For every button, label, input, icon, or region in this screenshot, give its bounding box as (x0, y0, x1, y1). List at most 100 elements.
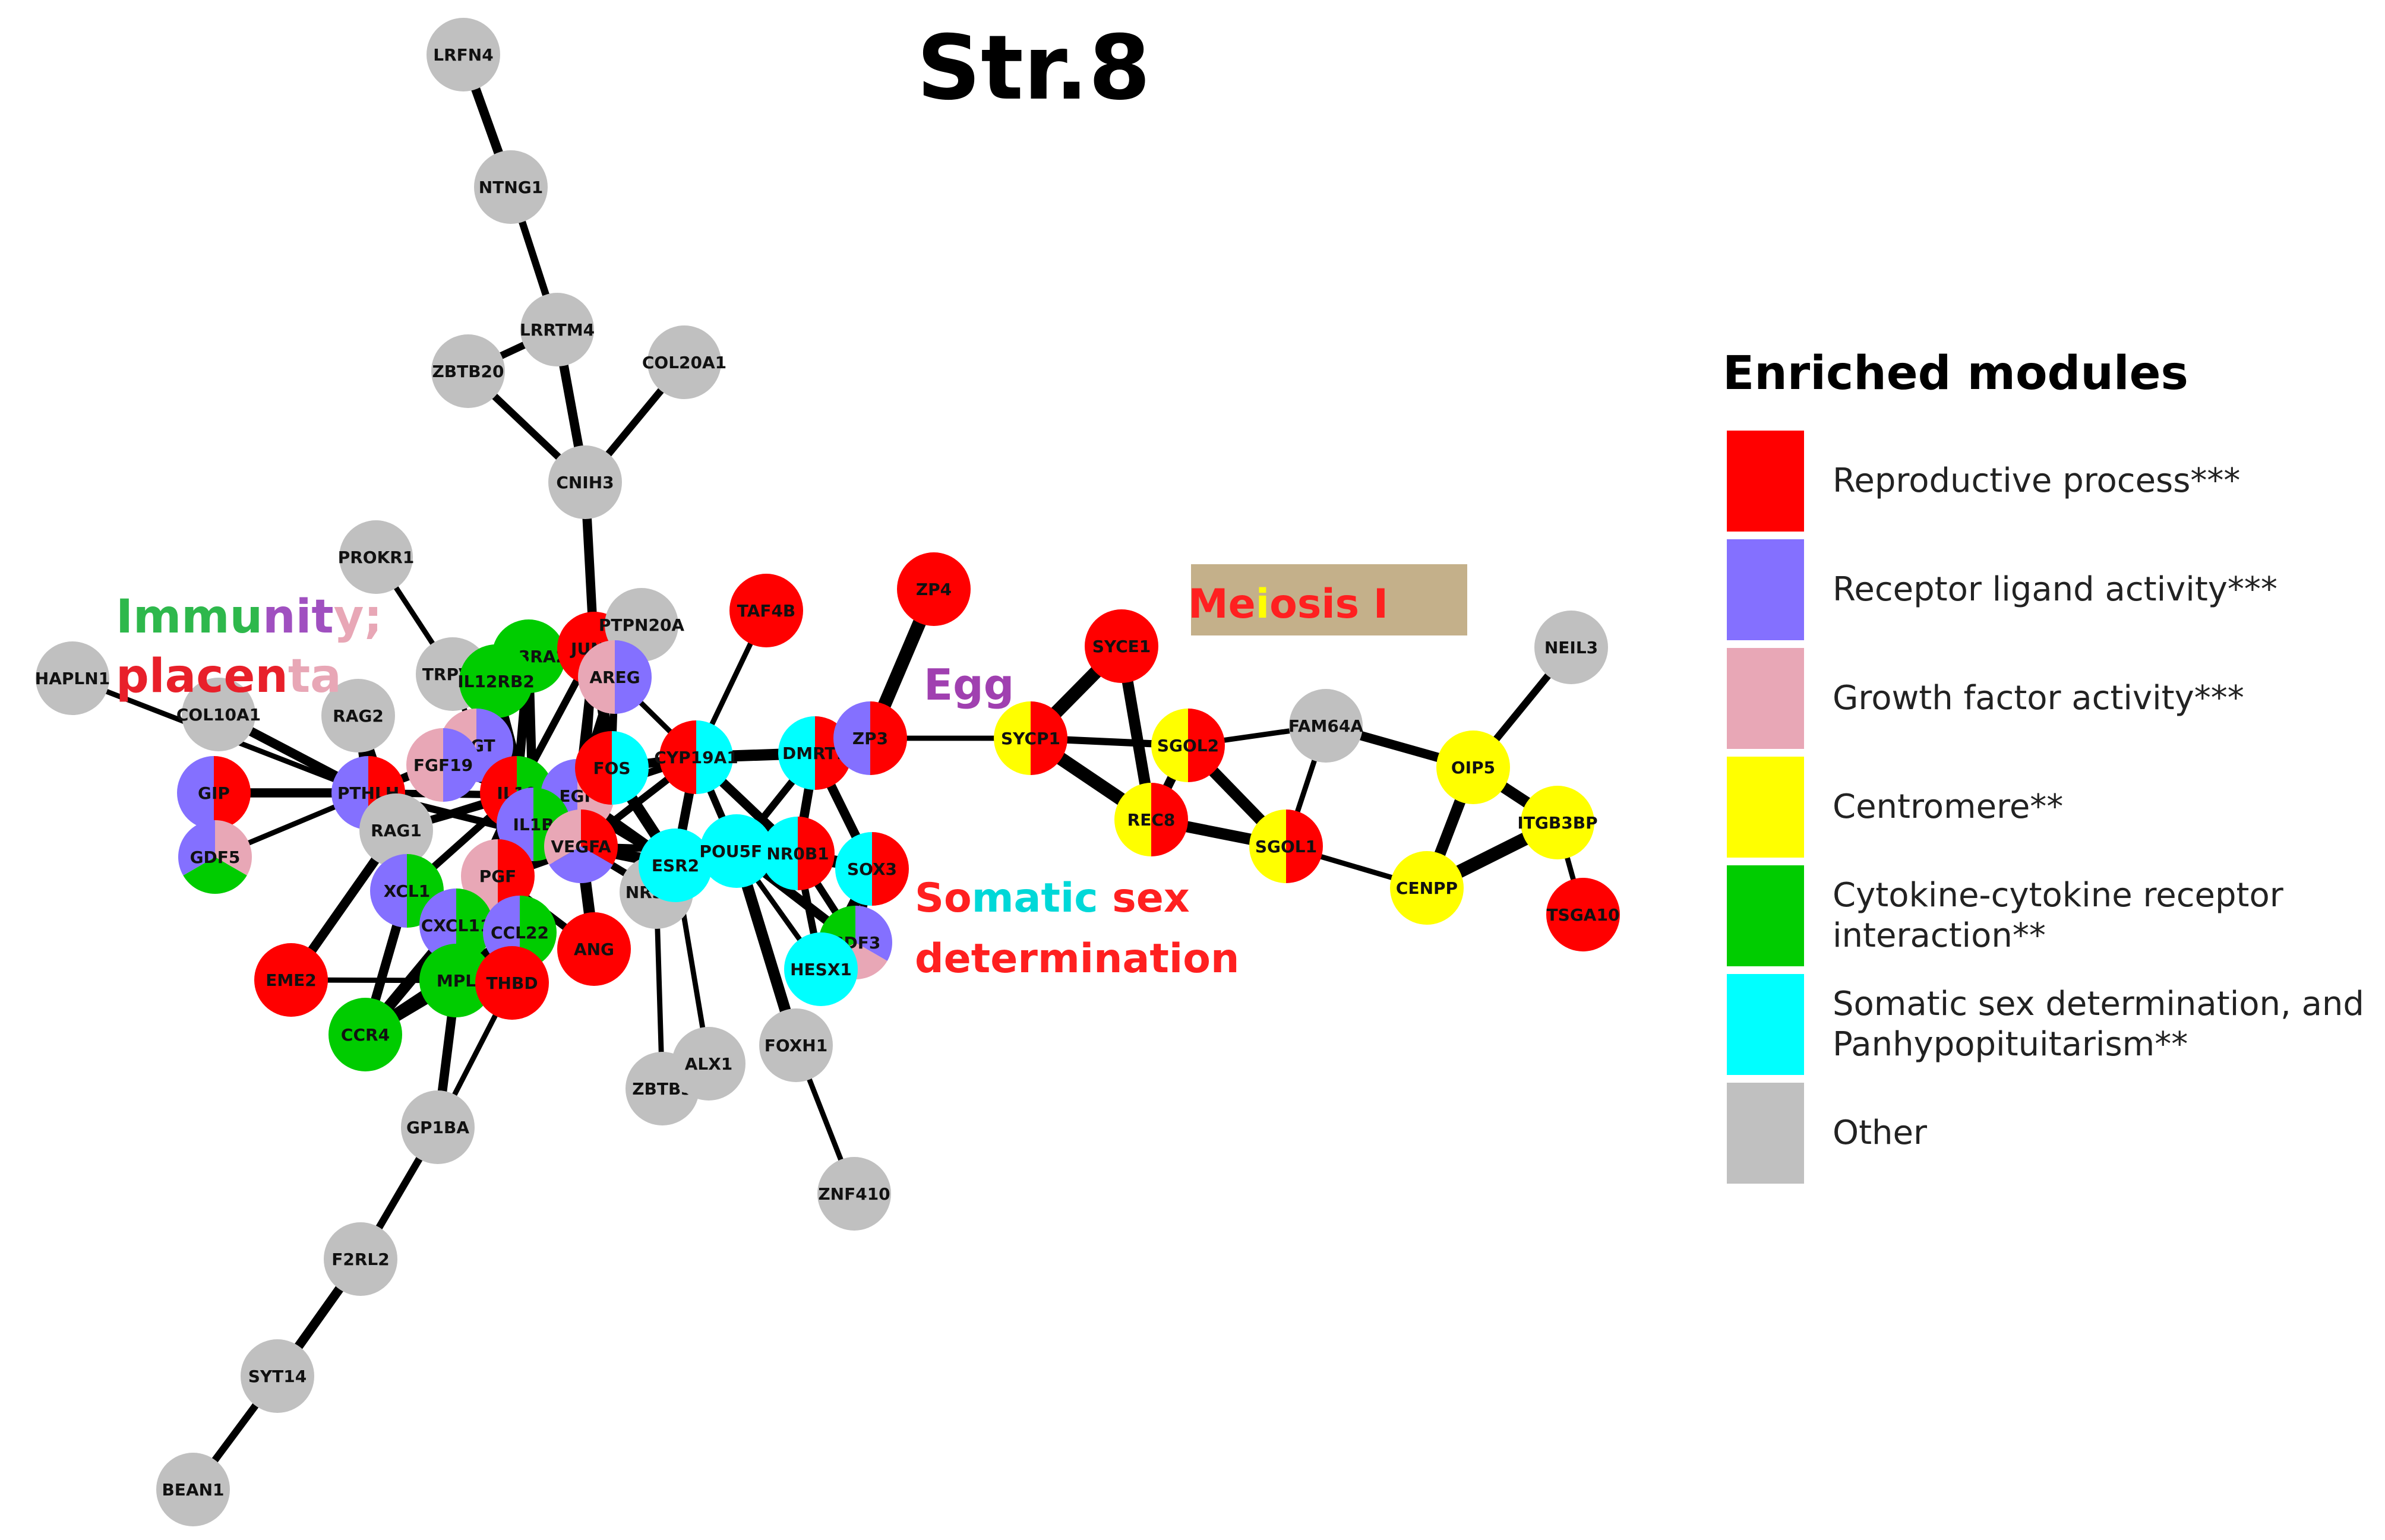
node-label: SGOL1 (1255, 837, 1317, 856)
node-slice-receptor (370, 854, 407, 928)
node-ZNF410[interactable]: ZNF410 (817, 1157, 891, 1231)
node-label: TSGA10 (1547, 905, 1620, 925)
node-MPL[interactable]: MPL (419, 944, 493, 1017)
node-slice-receptor (443, 728, 480, 802)
node-label: SYCP1 (1001, 729, 1060, 748)
node-NR0B1[interactable]: NR0B1 (761, 817, 835, 890)
node-EME2[interactable]: EME2 (254, 943, 328, 1017)
annotation-segment: matic (972, 875, 1098, 922)
node-PROKR1[interactable]: PROKR1 (338, 520, 415, 594)
node-ALX1[interactable]: ALX1 (672, 1027, 745, 1101)
node-label: FOS (593, 758, 630, 778)
annotation-box (1191, 564, 1467, 635)
node-CXCL11[interactable]: CXCL11 (419, 888, 493, 962)
node-slice-other (156, 1453, 230, 1526)
node-slice-reproductive (581, 809, 618, 865)
node-GIP[interactable]: GIP (177, 756, 251, 830)
node-slice-centromere (1114, 783, 1151, 856)
node-RAG1[interactable]: RAG1 (359, 793, 433, 867)
node-slice-other (1534, 611, 1608, 684)
node-slice-other (401, 1090, 475, 1164)
node-label: ANG (574, 940, 614, 959)
node-FAM64A[interactable]: FAM64A (1288, 689, 1363, 763)
node-SYCP1[interactable]: SYCP1 (994, 701, 1067, 775)
node-COL10A1[interactable]: COL10A1 (176, 678, 261, 751)
node-AREG[interactable]: AREG (578, 640, 652, 714)
node-TAF4B[interactable]: TAF4B (729, 574, 803, 647)
node-SYCE1[interactable]: SYCE1 (1085, 609, 1158, 683)
node-F2RL2[interactable]: F2RL2 (324, 1222, 397, 1296)
node-OIP5[interactable]: OIP5 (1436, 731, 1510, 804)
node-label: COL10A1 (176, 705, 261, 725)
node-SYT14[interactable]: SYT14 (241, 1339, 314, 1413)
node-TSGA10[interactable]: TSGA10 (1546, 878, 1620, 951)
node-SGOL2[interactable]: SGOL2 (1151, 709, 1225, 782)
node-slice-cytokine (183, 857, 247, 894)
annotation-segment: ta (288, 650, 342, 703)
node-BEAN1[interactable]: BEAN1 (156, 1453, 230, 1526)
node-CNIH3[interactable]: CNIH3 (548, 445, 622, 519)
node-CCL22[interactable]: CCL22 (483, 896, 557, 969)
node-GP1BA[interactable]: GP1BA (401, 1090, 475, 1164)
node-SGOL1[interactable]: SGOL1 (1249, 809, 1323, 883)
node-slice-other (672, 1027, 745, 1101)
node-slice-somatic (784, 932, 858, 1006)
node-ZBTB20[interactable]: ZBTB20 (431, 334, 505, 408)
node-ZP3[interactable]: ZP3 (833, 701, 907, 775)
node-LRFN4[interactable]: LRFN4 (427, 18, 500, 91)
node-NTNG1[interactable]: NTNG1 (474, 150, 548, 224)
node-label: ITGB3BP (1517, 813, 1597, 833)
node-LRRTM4[interactable]: LRRTM4 (520, 293, 595, 366)
node-label: RAG1 (371, 821, 422, 840)
node-SOX3[interactable]: SOX3 (835, 832, 909, 906)
node-ESR2[interactable]: ESR2 (639, 828, 712, 902)
node-ZP4[interactable]: ZP4 (897, 552, 971, 626)
node-slice-reproductive (1188, 709, 1225, 782)
node-label: IL12RB2 (457, 672, 535, 691)
node-label: SYCE1 (1092, 637, 1151, 656)
node-THBD[interactable]: THBD (475, 946, 549, 1020)
node-FOXH1[interactable]: FOXH1 (759, 1008, 833, 1082)
node-slice-other (1289, 689, 1363, 763)
node-label: F2RL2 (331, 1250, 390, 1269)
annotation-segment: So (915, 875, 972, 922)
node-RAG2[interactable]: RAG2 (321, 679, 395, 752)
legend-swatch-receptor (1727, 539, 1804, 640)
annotation-segment: Egg (924, 660, 1014, 710)
node-COL20A1[interactable]: COL20A1 (642, 325, 726, 399)
node-VEGFA[interactable]: VEGFA (544, 809, 618, 883)
node-HAPLN1[interactable]: HAPLN1 (35, 641, 110, 715)
node-HESX1[interactable]: HESX1 (784, 932, 858, 1006)
node-FOS[interactable]: FOS (575, 731, 649, 805)
node-label: MPL (437, 971, 476, 991)
node-FGF19[interactable]: FGF19 (406, 728, 480, 802)
node-slice-reproductive (475, 946, 549, 1020)
node-slice-receptor (178, 820, 215, 875)
node-CYP19A1[interactable]: CYP19A1 (654, 720, 738, 794)
node-slice-centromere (1436, 731, 1510, 804)
node-label: COL20A1 (642, 353, 726, 372)
node-slice-receptor (615, 640, 652, 714)
node-IL12RB2[interactable]: IL12RB2 (457, 644, 535, 718)
node-ITGB3BP[interactable]: ITGB3BP (1517, 786, 1598, 859)
node-GDF5[interactable]: GDF5 (178, 820, 252, 894)
node-slice-other (339, 520, 413, 594)
node-label: GDF5 (190, 848, 241, 867)
node-slice-reproductive (798, 817, 835, 890)
node-NEIL3[interactable]: NEIL3 (1534, 611, 1608, 684)
legend-list: Reproductive process***Receptor ligand a… (1723, 431, 2382, 1191)
annotation-egg: Egg (924, 660, 1014, 710)
node-label: TAF4B (737, 601, 796, 621)
node-REC8[interactable]: REC8 (1114, 783, 1188, 856)
legend-label-cytokine: Cytokine-cytokine receptor interaction** (1833, 875, 2283, 955)
node-CENPP[interactable]: CENPP (1390, 851, 1464, 925)
node-label: BEAN1 (162, 1480, 224, 1500)
node-label: PROKR1 (338, 548, 415, 567)
node-ANG[interactable]: ANG (557, 912, 631, 986)
node-CCR4[interactable]: CCR4 (328, 998, 402, 1071)
node-slice-other (520, 293, 594, 366)
